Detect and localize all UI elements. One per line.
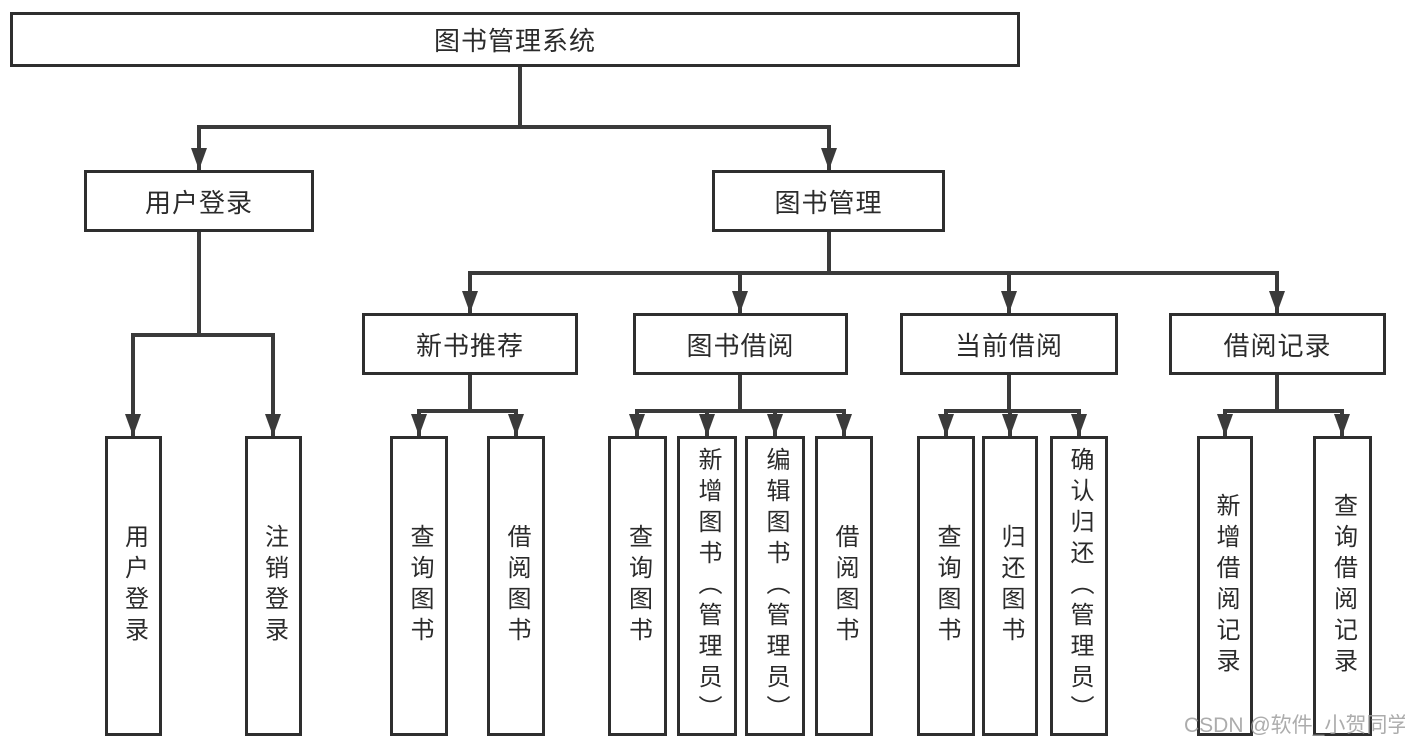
- leaf-br-query-record: 查询借阅记录: [1313, 436, 1372, 736]
- leaf-br-add-record: 新增借阅记录: [1197, 436, 1253, 736]
- node-book-management-label: 图书管理: [774, 187, 883, 218]
- leaf-logout: 注销登录: [245, 436, 302, 736]
- arrow-down-cb-confirm: [1077, 413, 1081, 436]
- leaf-cb-query-books: 查询图书: [917, 436, 975, 736]
- edge-new-book-branch: [417, 409, 518, 413]
- arrow-down-bb-edit: [773, 413, 777, 436]
- arrow-down-new-book: [468, 275, 472, 313]
- arrow-down-bb-query: [635, 413, 639, 436]
- node-user-login-label: 用户登录: [144, 187, 253, 218]
- edge-borrow-record-branch: [1223, 409, 1344, 413]
- arrow-down-leaf-logout: [271, 337, 275, 436]
- arrow-down-user-login: [197, 129, 201, 170]
- leaf-user-login: 用户登录: [105, 436, 162, 736]
- arrow-down-book-mgmt: [827, 129, 831, 170]
- leaf-cb-query-books-label: 查询图书: [933, 524, 960, 648]
- arrow-down-borrow-record: [1275, 275, 1279, 313]
- edge-root-stem: [518, 67, 522, 129]
- edge-book-borrow-stem: [738, 375, 742, 413]
- edge-book-mgmt-stem: [827, 232, 831, 275]
- node-new-book-label: 新书推荐: [415, 330, 524, 361]
- node-new-book-recommend: 新书推荐: [362, 313, 578, 375]
- watermark-csdn: CSDN @软件_小贺同学: [1184, 714, 1405, 737]
- edge-user-login-stem: [197, 232, 201, 337]
- leaf-user-login-label: 用户登录: [120, 524, 148, 648]
- arrow-down-bb-add: [705, 413, 709, 436]
- leaf-bb-edit-book-admin: 编辑图书（管理员）: [745, 436, 805, 736]
- leaf-bb-borrow-books: 借阅图书: [815, 436, 873, 736]
- edge-level2-branch: [197, 125, 831, 129]
- leaf-bb-query-books-label: 查询图书: [624, 524, 652, 648]
- leaf-bb-edit-book-admin-label: 编辑图书（管理员）: [762, 446, 789, 726]
- node-user-login: 用户登录: [84, 170, 314, 232]
- arrow-down-br-query: [1340, 413, 1344, 436]
- leaf-cb-confirm-return-admin-label: 确认归还（管理员）: [1066, 446, 1093, 726]
- node-book-borrow-label: 图书借阅: [686, 330, 795, 361]
- leaf-cb-return-book-label: 归还图书: [997, 524, 1024, 648]
- arrow-down-nb-query: [417, 413, 421, 436]
- leaf-bb-add-book-admin-label: 新增图书（管理员）: [694, 446, 721, 726]
- arrow-down-nb-borrow: [514, 413, 518, 436]
- arrow-down-br-add: [1223, 413, 1227, 436]
- leaf-logout-label: 注销登录: [260, 524, 288, 648]
- node-current-borrow: 当前借阅: [900, 313, 1118, 375]
- leaf-nb-borrow-books: 借阅图书: [487, 436, 545, 736]
- edge-current-borrow-branch: [944, 409, 1081, 413]
- leaf-nb-borrow-books-label: 借阅图书: [503, 524, 530, 648]
- leaf-br-add-record-label: 新增借阅记录: [1212, 493, 1239, 679]
- node-current-borrow-label: 当前借阅: [954, 330, 1063, 361]
- node-borrow-record-label: 借阅记录: [1223, 330, 1332, 361]
- edge-current-borrow-stem: [1007, 375, 1011, 413]
- node-root-label: 图书管理系统: [433, 26, 596, 56]
- arrow-down-cb-return: [1008, 413, 1012, 436]
- edge-new-book-stem: [468, 375, 472, 413]
- leaf-cb-return-book: 归还图书: [982, 436, 1038, 736]
- edge-level3-branch: [468, 271, 1279, 275]
- leaf-nb-query-books-label: 查询图书: [406, 524, 433, 648]
- leaf-cb-confirm-return-admin: 确认归还（管理员）: [1050, 436, 1108, 736]
- node-book-management: 图书管理: [712, 170, 945, 232]
- leaf-bb-query-books: 查询图书: [608, 436, 667, 736]
- arrow-down-cb-query: [944, 413, 948, 436]
- arrow-down-current-borrow: [1007, 275, 1011, 313]
- leaf-bb-add-book-admin: 新增图书（管理员）: [677, 436, 737, 736]
- edge-book-borrow-branch: [635, 409, 846, 413]
- leaf-br-query-record-label: 查询借阅记录: [1329, 493, 1357, 679]
- node-book-borrow: 图书借阅: [633, 313, 848, 375]
- arrow-down-book-borrow: [738, 275, 742, 313]
- node-library-management-system: 图书管理系统: [10, 12, 1020, 67]
- arrow-down-bb-borrow: [842, 413, 846, 436]
- edge-borrow-record-stem: [1275, 375, 1279, 413]
- arrow-down-leaf-login: [131, 337, 135, 436]
- leaf-nb-query-books: 查询图书: [390, 436, 448, 736]
- edge-user-login-branch: [131, 333, 275, 337]
- leaf-bb-borrow-books-label: 借阅图书: [831, 524, 858, 648]
- node-borrow-record: 借阅记录: [1169, 313, 1386, 375]
